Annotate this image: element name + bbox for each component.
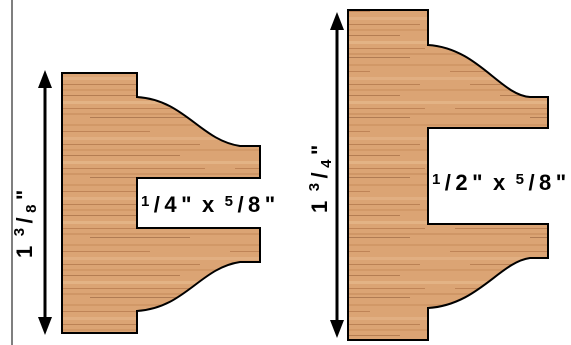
right-groove-label: 1 / 2 " x 5 / 8 " — [432, 170, 566, 195]
left-profile: 1 3 / 8 " 1 / 4 " x 5 / 8 " — [11, 70, 275, 335]
right-height-dimension-arrow — [330, 12, 344, 338]
right-profile: 1 3 / 4 " 1 / 2 " x 5 / 8 " — [306, 9, 566, 341]
left-groove-label: 1 / 4 " x 5 / 8 " — [141, 192, 275, 217]
left-profile-body — [61, 72, 261, 334]
right-height-label: 1 3 / 4 " — [306, 145, 335, 213]
right-profile-body — [347, 9, 549, 341]
left-height-label: 1 3 / 8 " — [11, 190, 40, 258]
left-height-dimension-arrow — [38, 70, 52, 335]
